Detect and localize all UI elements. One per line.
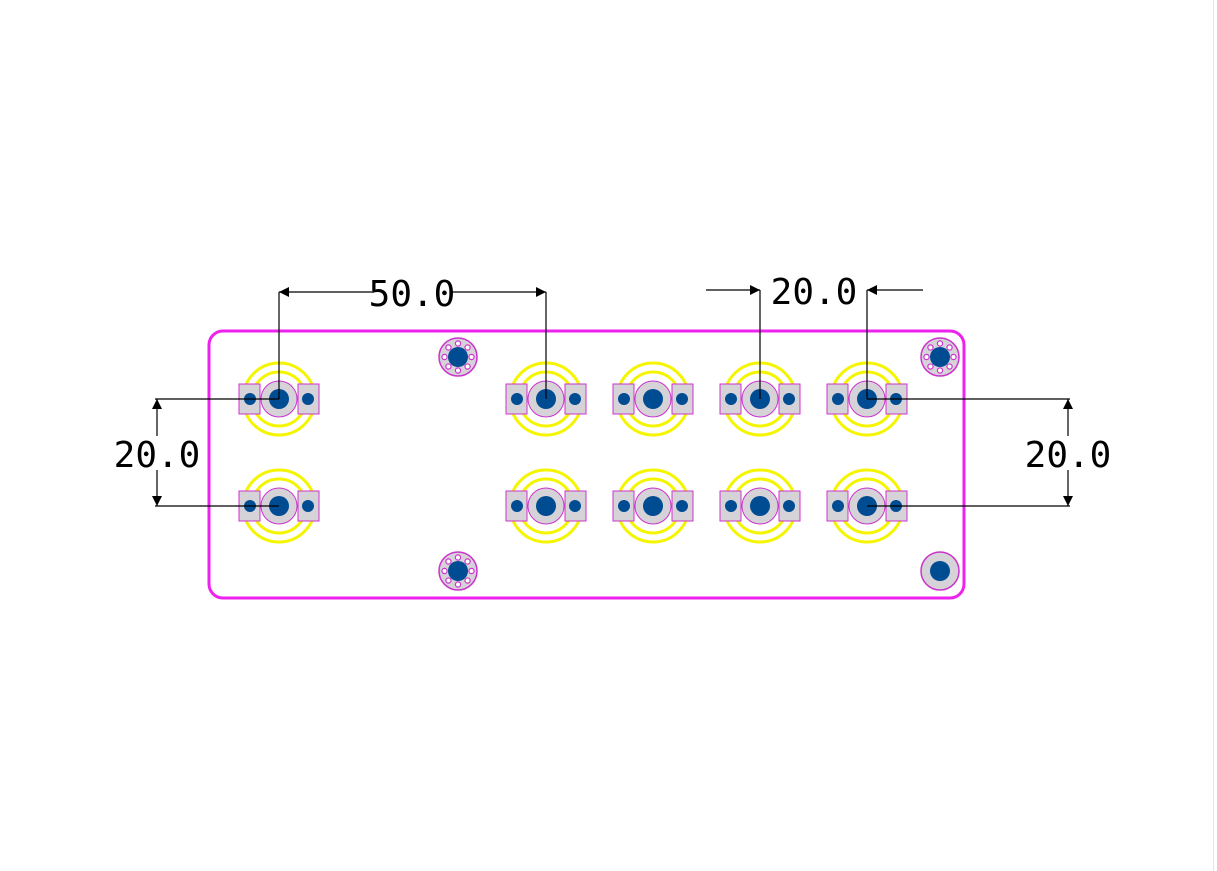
hole-drill [448,347,468,367]
stitch-via [468,567,475,575]
stitch-via [936,340,944,347]
stitch-via [946,363,953,370]
dimension-label-right: 20.0 [1025,435,1112,476]
stitch-via [464,344,471,351]
dimension-top-right [706,285,923,399]
center-hole [750,496,770,516]
stitch-via [454,367,462,374]
dimension-label-left: 20.0 [114,435,201,476]
component-footprint [505,468,587,544]
stitch-via [464,577,471,584]
dimension-label-top-right: 20.0 [771,272,858,313]
stitch-via [441,567,448,575]
stitch-via [454,554,462,561]
via-hole [302,500,314,512]
component-footprint [612,468,694,544]
via-hole [783,393,795,405]
center-hole [643,389,663,409]
stitch-via [441,353,448,361]
dimension-right [867,398,1073,507]
via-hole [783,500,795,512]
stitch-via [936,367,944,374]
via-hole [832,393,844,405]
stitch-via [950,353,957,361]
window-edge [1213,0,1214,871]
component-footprint [505,361,587,437]
stitch-via [946,344,953,351]
stitch-via [927,363,934,370]
mounting-hole [438,337,478,377]
board-outline [207,329,966,600]
dimension-left [152,398,279,507]
via-hole [676,393,688,405]
hole-drill [448,561,468,581]
center-hole [536,496,556,516]
stitch-via [923,353,930,361]
component-footprint [719,468,801,544]
dimension-label-top-left: 50.0 [369,274,456,315]
mounting-hole [920,337,960,377]
via-hole [832,500,844,512]
components [238,361,908,544]
mounting-hole [920,551,960,591]
stitch-via [464,363,471,370]
via-hole [618,500,630,512]
stitch-via [445,344,452,351]
via-hole [302,393,314,405]
via-hole [676,500,688,512]
via-hole [725,393,737,405]
stitch-via [927,344,934,351]
stitch-via [445,577,452,584]
stitch-via [454,581,462,588]
stitch-via [454,340,462,347]
via-hole [511,500,523,512]
mounting-hole [438,551,478,591]
via-hole [618,393,630,405]
center-hole [643,496,663,516]
via-hole [511,393,523,405]
via-hole [569,393,581,405]
hole-drill [930,561,950,581]
via-hole [725,500,737,512]
stitch-via [468,353,475,361]
stitch-via [445,363,452,370]
via-hole [569,500,581,512]
mounting-holes [438,337,960,591]
stitch-via [445,558,452,565]
component-footprint [612,361,694,437]
hole-drill [930,347,950,367]
stitch-via [464,558,471,565]
dimension-top-left [278,287,547,399]
